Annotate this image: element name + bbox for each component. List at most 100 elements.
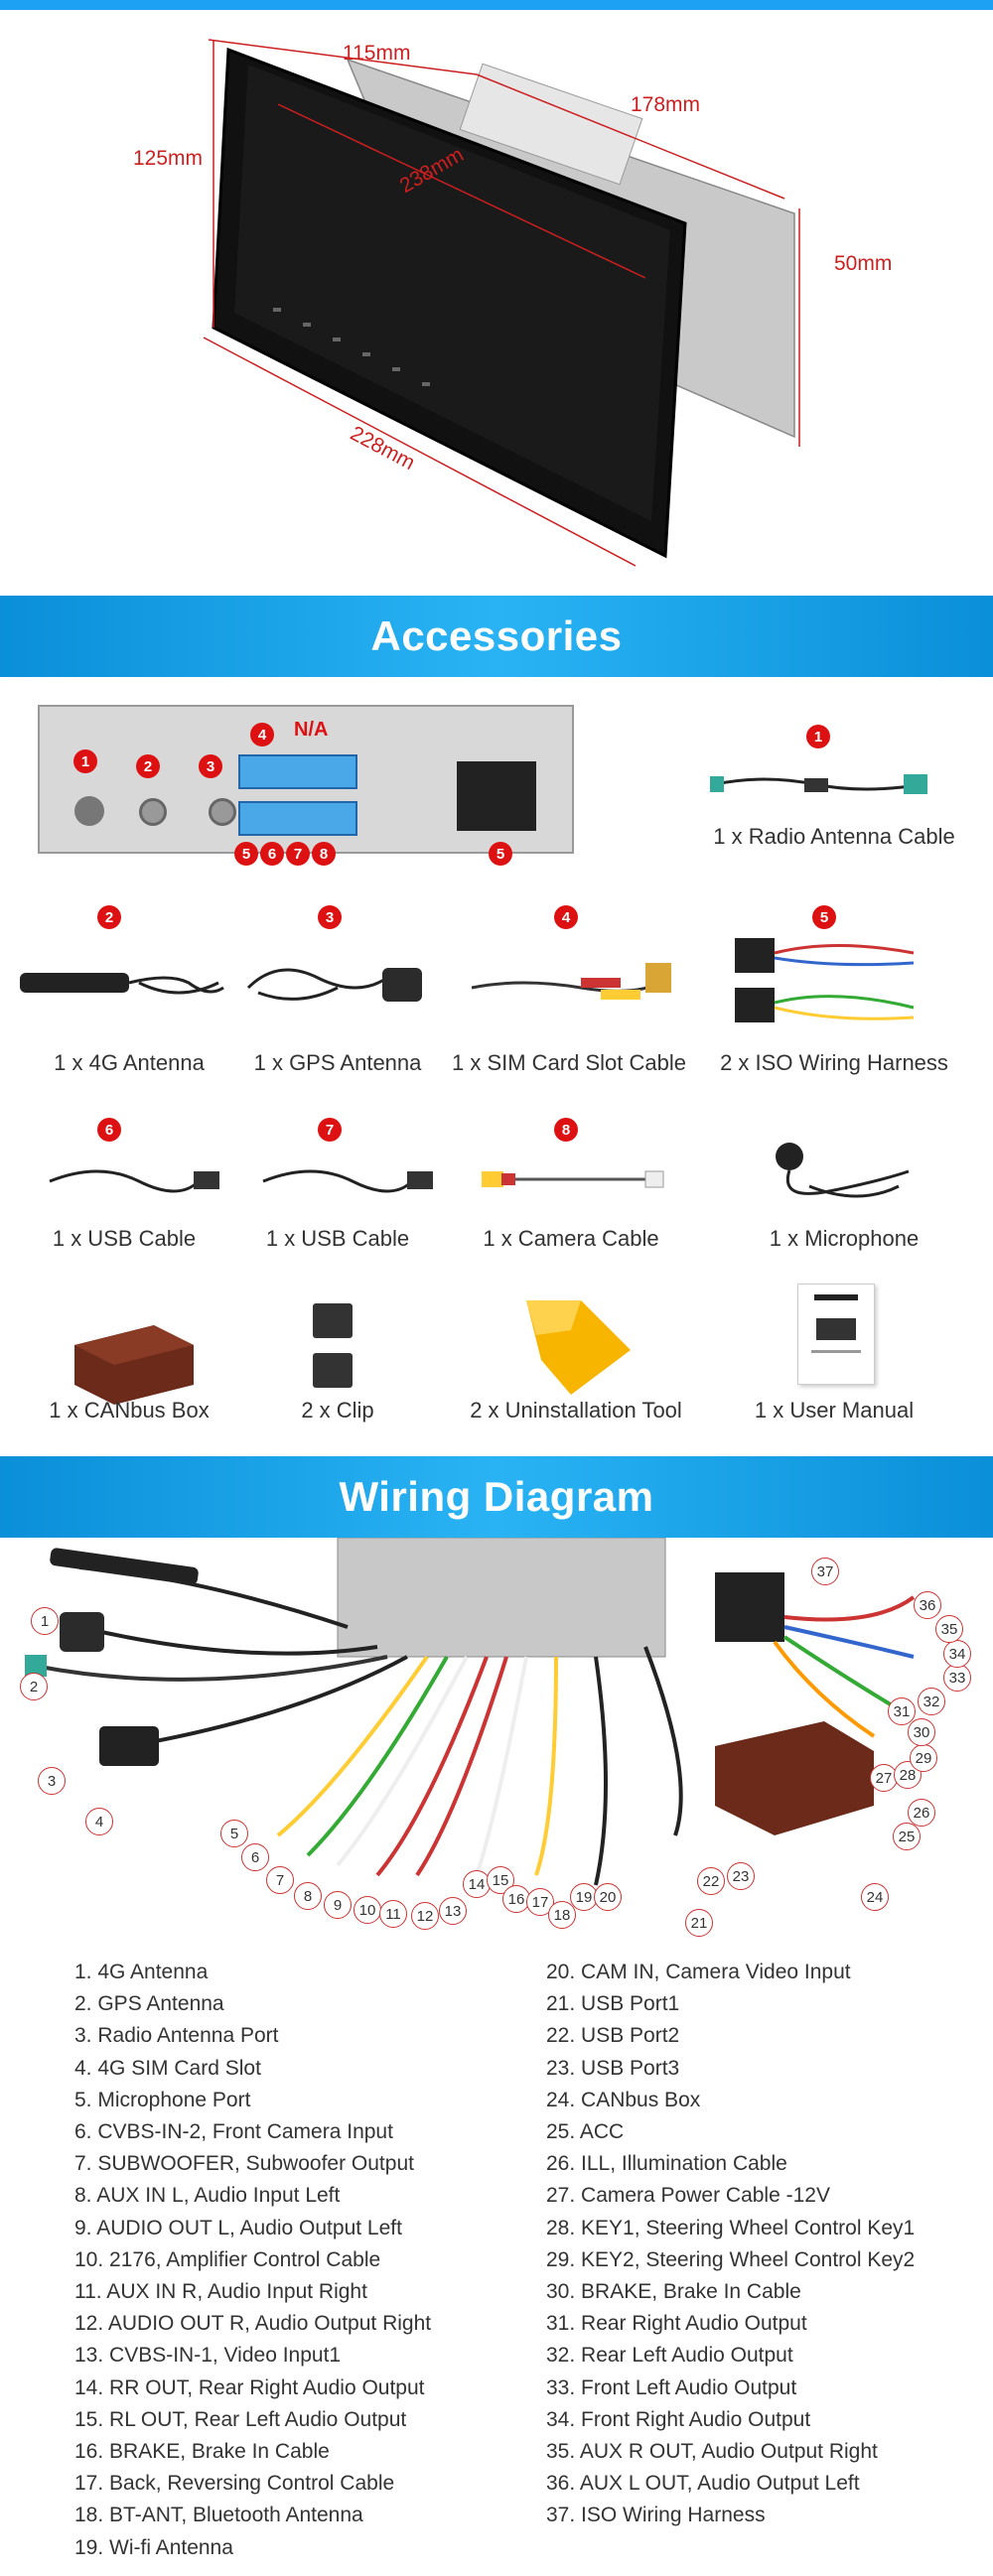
accessory-label-uninstallation-tool: 2 x Uninstallation Tool	[470, 1398, 682, 1423]
diagram-number-12: 12	[411, 1902, 439, 1930]
legend-item: 3. Radio Antenna Port	[74, 2024, 279, 2048]
accessory-badge-3: 3	[318, 905, 342, 929]
diagram-number-34: 34	[943, 1640, 971, 1668]
user-manual-image	[797, 1284, 875, 1385]
diagram-number-31: 31	[888, 1697, 916, 1725]
diagram-number-26: 26	[908, 1799, 935, 1827]
sim-card-cable-image	[471, 963, 671, 1000]
accessory-label-user-manual: 1 x User Manual	[754, 1398, 915, 1423]
legend-item: 8. AUX IN L, Audio Input Left	[74, 2184, 341, 2208]
diagram-number-22: 22	[697, 1867, 725, 1895]
diagram-number-33: 33	[943, 1664, 971, 1692]
dimension-section: 115mm 178mm 125mm 238mm 228mm 50mm	[0, 10, 993, 598]
canbus-box-image	[74, 1325, 194, 1405]
accessory-label-radio-antenna: 1 x Radio Antenna Cable	[713, 824, 955, 849]
accessory-label-canbus-box: 1 x CANbus Box	[49, 1398, 210, 1423]
accessory-label-4g-antenna: 1 x 4G Antenna	[54, 1050, 205, 1075]
accessory-label-sim-card-cable: 1 x SIM Card Slot Cable	[452, 1050, 686, 1075]
unit-dimension-drawing	[203, 39, 800, 567]
diagram-number-7: 7	[266, 1866, 294, 1894]
legend-item: 4. 4G SIM Card Slot	[74, 2056, 261, 2080]
legend-item: 17. Back, Reversing Control Cable	[74, 2472, 395, 2496]
clip-image	[313, 1303, 353, 1388]
legend-item: 12. AUDIO OUT R, Audio Output Right	[74, 2312, 432, 2336]
wiring-legend-right: 20. CAM IN, Camera Video Input 21. USB P…	[546, 1957, 915, 2532]
diagram-number-6: 6	[241, 1843, 269, 1871]
dimension-front-height: 125mm	[133, 147, 204, 170]
accessory-badge-6: 6	[97, 1118, 121, 1142]
diagram-number-29: 29	[910, 1744, 937, 1772]
diagram-number-18: 18	[548, 1901, 576, 1929]
legend-item: 15. RL OUT, Rear Left Audio Output	[74, 2407, 407, 2431]
panel-badge-8: 8	[312, 842, 336, 866]
gps-antenna-image	[246, 968, 422, 1002]
usb-cable-1-image	[49, 1169, 219, 1193]
legend-item: 36. AUX L OUT, Audio Output Left	[546, 2472, 860, 2496]
legend-item: 37. ISO Wiring Harness	[546, 2504, 766, 2527]
panel-badge-5b: 5	[489, 842, 512, 866]
accessory-label-camera-cable: 1 x Camera Cable	[483, 1226, 659, 1251]
4g-antenna-image	[20, 973, 224, 995]
wiring-diagram-illustration	[25, 1538, 916, 1886]
legend-item: 20. CAM IN, Camera Video Input	[546, 1961, 851, 1983]
legend-item: 6. CVBS-IN-2, Front Camera Input	[74, 2120, 393, 2144]
panel-badge-3: 3	[199, 754, 222, 778]
diagram-number-23: 23	[727, 1862, 755, 1890]
diagram-number-30: 30	[908, 1718, 935, 1746]
diagram-number-1: 1	[31, 1607, 59, 1635]
diagram-number-24: 24	[861, 1883, 889, 1911]
accessory-label-microphone: 1 x Microphone	[769, 1226, 920, 1251]
legend-item: 10. 2176, Amplifier Control Cable	[74, 2247, 381, 2271]
diagram-number-28: 28	[894, 1761, 922, 1789]
camera-cable-image	[482, 1170, 664, 1188]
legend-item: 5. Microphone Port	[74, 2088, 251, 2111]
legend-item: 32. Rear Left Audio Output	[546, 2344, 793, 2368]
diagram-number-2: 2	[20, 1673, 48, 1700]
diagram-number-14: 14	[463, 1870, 491, 1898]
accessory-badge-4: 4	[554, 905, 578, 929]
legend-item: 2. GPS Antenna	[74, 1992, 224, 2016]
diagram-number-13: 13	[439, 1897, 467, 1925]
panel-badge-2: 2	[136, 754, 160, 778]
legend-item: 25. ACC	[546, 2120, 625, 2144]
accessory-label-clip: 2 x Clip	[301, 1398, 374, 1423]
accessory-label-usb-cable-2: 1 x USB Cable	[265, 1226, 410, 1251]
wiring-diagram-title: Wiring Diagram	[339, 1473, 654, 1520]
legend-item: 9. AUDIO OUT L, Audio Output Left	[74, 2216, 402, 2239]
accessory-badge-7: 7	[318, 1118, 342, 1142]
legend-item: 7. SUBWOOFER, Subwoofer Output	[74, 2152, 414, 2176]
dimension-depth: 178mm	[631, 93, 701, 116]
diagram-number-5: 5	[220, 1820, 248, 1847]
accessories-banner: Accessories	[0, 596, 993, 677]
diagram-number-20: 20	[594, 1883, 622, 1911]
accessory-badge-1: 1	[806, 725, 830, 748]
accessories-title: Accessories	[370, 612, 623, 659]
diagram-number-36: 36	[914, 1591, 941, 1619]
top-accent-bar	[0, 0, 993, 10]
diagram-number-27: 27	[870, 1764, 898, 1792]
diagram-number-9: 9	[324, 1891, 352, 1919]
diagram-number-10: 10	[354, 1896, 381, 1924]
accessory-badge-8: 8	[554, 1118, 578, 1142]
diagram-number-37: 37	[811, 1558, 839, 1585]
legend-item: 14. RR OUT, Rear Right Audio Output	[74, 2375, 425, 2399]
legend-item: 11. AUX IN R, Audio Input Right	[74, 2280, 367, 2304]
legend-item: 22. USB Port2	[546, 2024, 680, 2048]
legend-item: 30. BRAKE, Brake In Cable	[546, 2280, 801, 2304]
diagram-number-25: 25	[893, 1823, 921, 1850]
legend-item: 24. CANbus Box	[546, 2088, 701, 2111]
diagram-number-16: 16	[502, 1885, 530, 1913]
legend-item: 26. ILL, Illumination Cable	[546, 2152, 787, 2176]
wiring-diagram-banner: Wiring Diagram	[0, 1456, 993, 1538]
legend-item: 13. CVBS-IN-1, Video Input1	[74, 2344, 342, 2368]
accessory-label-iso-harness: 2 x ISO Wiring Harness	[720, 1050, 948, 1075]
iso-wiring-harness-image	[735, 938, 915, 1022]
legend-item: 33. Front Left Audio Output	[546, 2375, 797, 2399]
radio-antenna-cable-image	[710, 774, 927, 794]
panel-badge-6: 6	[260, 842, 284, 866]
panel-badge-na: N/A	[294, 719, 329, 741]
diagram-number-19: 19	[570, 1883, 598, 1911]
legend-item: 27. Camera Power Cable -12V	[546, 2184, 830, 2208]
microphone-image	[776, 1143, 910, 1198]
legend-item: 28. KEY1, Steering Wheel Control Key1	[546, 2216, 916, 2239]
